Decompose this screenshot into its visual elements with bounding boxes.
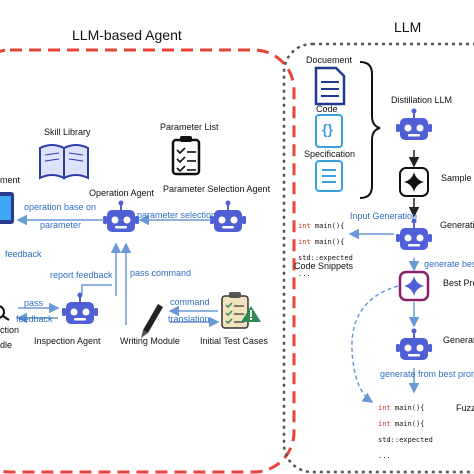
curly-brace	[359, 61, 381, 199]
code-label: Code	[316, 104, 338, 114]
code-snippet-1: int main(){ int main(){ std::expected ..…	[298, 214, 353, 286]
code-braces-icon: {}	[322, 121, 333, 137]
code2-l1-kw: int	[378, 404, 391, 412]
parameter-selection-agent-label: Parameter Selection Agent	[163, 184, 271, 194]
sparkle-icon	[399, 167, 429, 197]
translation-label: translation	[168, 314, 210, 324]
code-snippets-label: Code Snippets	[294, 261, 354, 271]
pen-icon	[141, 304, 163, 338]
writing-module-label: Writing Module	[120, 336, 180, 346]
code2-l1: main(){	[390, 404, 425, 412]
distillation-llm-label: Distillation LLM	[391, 95, 453, 105]
report-feedback-label: report feedback	[50, 270, 113, 280]
generation-2-robot-icon	[395, 327, 433, 361]
document-label: Docuement	[306, 55, 353, 65]
operation-base-on-label: operation base on	[24, 202, 97, 212]
specification-label: Specification	[304, 149, 356, 159]
code1-l1: main(){	[310, 222, 345, 230]
code-file-icon	[315, 114, 343, 148]
generate-best-label: generate bes	[424, 259, 474, 269]
inspection-agent-label: Inspection Agent	[34, 336, 101, 346]
best-prompt-label: Best Pre	[443, 278, 474, 288]
test-cases-icon	[221, 292, 249, 329]
feedback-2-label: feedback	[16, 314, 53, 324]
best-prompt-icon	[398, 270, 430, 302]
parameter-list-label: Parameter List	[160, 122, 219, 132]
parameter-selection-label: parameter selection	[137, 210, 217, 220]
code1-l3: std::expected	[298, 254, 353, 262]
code1-l2-kw: int	[298, 238, 311, 246]
skill-library-label: Skill Library	[44, 127, 91, 137]
right-panel-title: LLM	[394, 19, 422, 35]
pass-label: pass	[24, 298, 44, 308]
left-panel-title: LLM-based Agent	[72, 27, 182, 43]
command-label: command	[170, 297, 210, 307]
code2-l2-kw: int	[378, 420, 391, 428]
sample-label: Sample P	[441, 173, 474, 183]
tablet-icon	[0, 192, 14, 224]
code1-l4: ...	[298, 270, 311, 278]
operation-agent-label: Operation Agent	[89, 188, 155, 198]
document-icon	[314, 66, 346, 106]
code2-l4: ...	[378, 452, 391, 460]
cut-label-bottom: dle	[0, 340, 13, 350]
generation-2-label: Generatio	[443, 335, 474, 345]
code2-l3: std::expected	[378, 436, 433, 444]
pass-command-label: pass command	[130, 268, 192, 278]
cut-label-top: ment	[0, 175, 21, 185]
distillation-llm-robot-icon	[395, 107, 433, 141]
magnifier-icon	[0, 305, 10, 321]
input-generation-label: Input Generation	[350, 211, 418, 221]
operation-agent-robot-icon	[102, 199, 140, 233]
right-panel-border	[282, 42, 474, 474]
fuzz-label: Fuzz	[456, 403, 474, 413]
generation-1-label: Generatio	[440, 220, 474, 230]
code1-l1-kw: int	[298, 222, 311, 230]
specification-file-icon	[315, 160, 343, 192]
inspection-agent-robot-icon	[61, 291, 99, 325]
code1-l2: main(){	[310, 238, 345, 246]
clipboard-icon	[171, 136, 201, 176]
feedback-label: feedback	[5, 249, 42, 259]
generate-from-best-label: generate from best prom	[380, 369, 474, 379]
book-icon	[39, 144, 89, 180]
cut-label-mid: ction	[0, 325, 20, 335]
left-panel-border	[0, 48, 296, 474]
parameter-label: parameter	[40, 220, 82, 230]
code2-l2: main(){	[390, 420, 425, 428]
warning-icon	[241, 306, 261, 322]
code-snippet-2: int main(){ int main(){ std::expected ..…	[378, 396, 433, 468]
initial-test-cases-label: Initial Test Cases	[200, 336, 268, 346]
generation-robot-icon	[395, 217, 433, 251]
